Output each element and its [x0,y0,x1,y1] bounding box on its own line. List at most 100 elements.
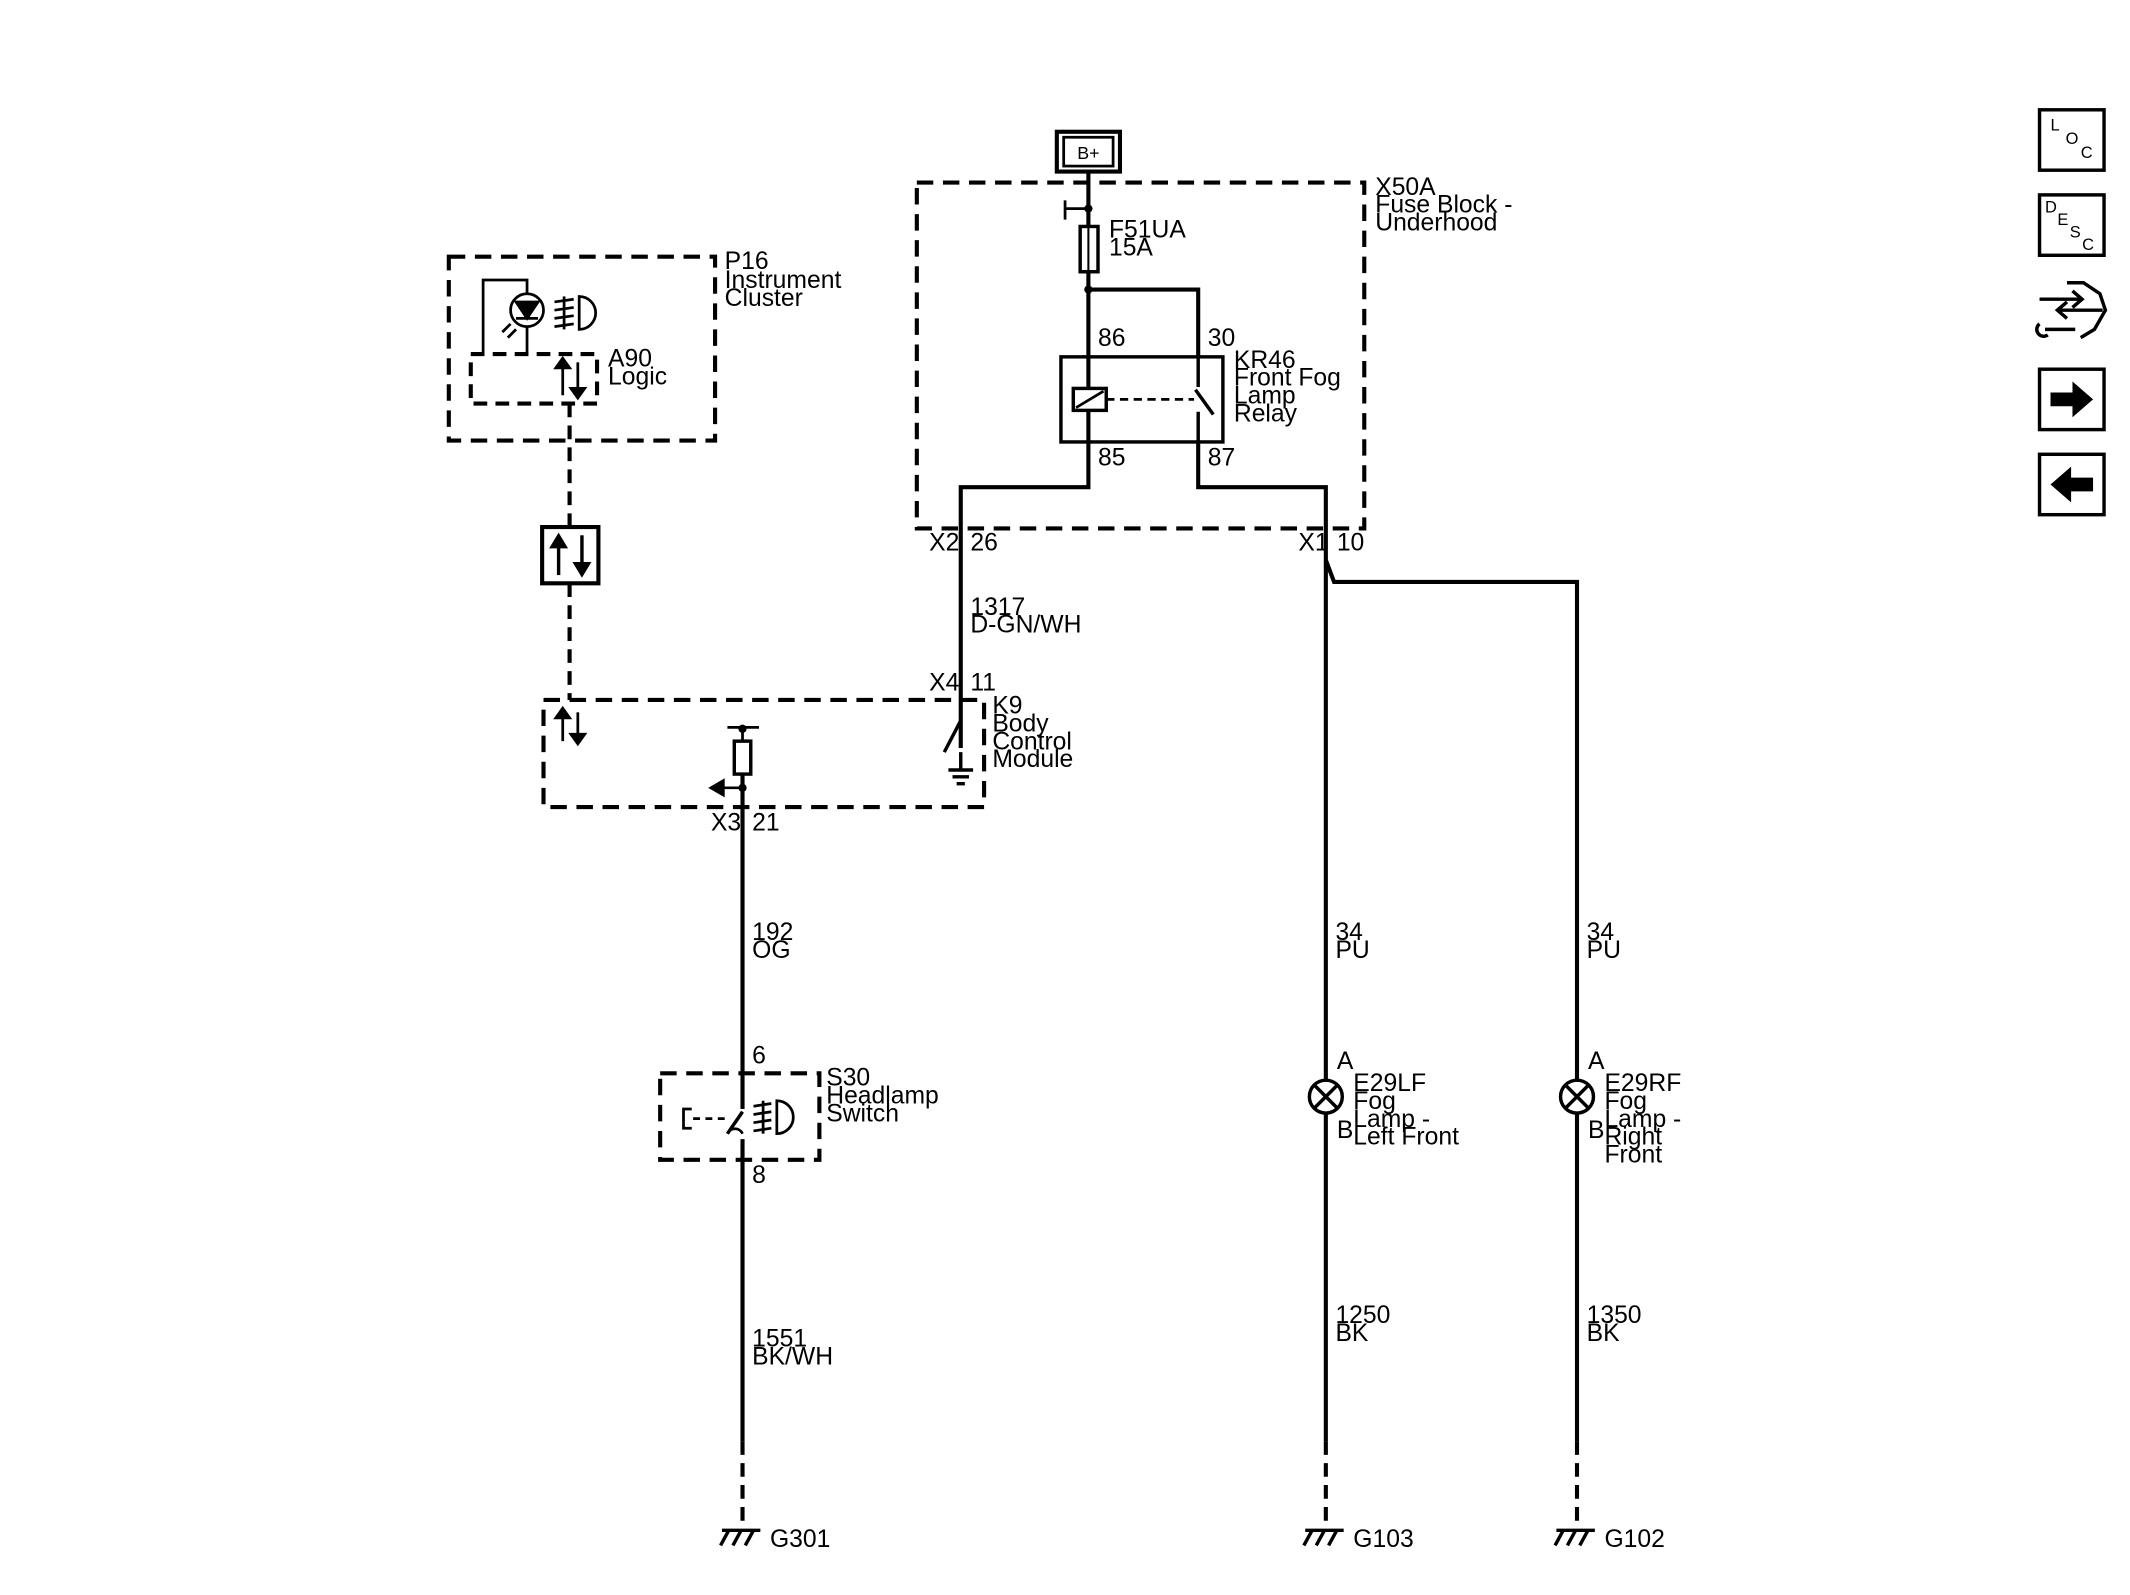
fuse-block-boundary [914,180,1367,531]
fog-lamp-left-bulb [1307,1078,1345,1115]
wire-1350-number: 1350 [1587,1302,1642,1329]
wire-34-left-number: 34 [1335,919,1362,946]
fog-right-pin-a: A [1588,1048,1605,1075]
connector-x1-pin: 10 [1337,529,1364,556]
fog-left-id: E29LF [1353,1070,1426,1097]
desc-letter-c: C [2082,236,2094,254]
fog-left-name-line3: Left Front [1353,1124,1459,1151]
logic-id: A90 [608,345,652,372]
headlamp-switch-pin-8: 8 [752,1162,766,1189]
headlamp-switch-boundary [658,1071,822,1162]
serial-data-icon [540,524,601,586]
bcm-name-line3: Module [992,746,1073,773]
fog-right-name-line2: Lamp - [1604,1106,1681,1133]
ground-g301-icon [719,1528,761,1547]
fuse-id: F51UA [1109,216,1186,243]
fuse-block-id: X50A [1375,174,1436,201]
fuse-rating: 15A [1109,234,1153,261]
ground-g103-label: G103 [1353,1526,1413,1553]
headlamp-switch-name-line1: Headlamp [826,1082,939,1109]
wire-192-number: 192 [752,919,793,946]
wire-1551-number: 1551 [752,1325,807,1352]
headlamp-switch-id: S30 [826,1065,870,1092]
relay-id: KR46 [1234,347,1296,374]
instrument-cluster-id: P16 [725,248,769,275]
fog-right-name-line1: Fog [1604,1088,1647,1115]
connector-x2: X2 [929,529,959,556]
fuse-block-name-line2: Underhood [1375,210,1497,237]
battery-positive-terminal: B+ [1054,129,1123,174]
bcm-name-line1: Body [992,711,1049,738]
headlamp-switch-contact [682,1097,745,1442]
arrow-left-icon [2050,466,2094,503]
supply-connector-symbol [1063,200,1089,220]
fog-lamp-right-bulb [1558,1078,1596,1115]
bcm-name-line2: Control [992,728,1072,755]
bcm-switch-input [708,724,759,851]
fuse-block-name-line1: Fuse Block - [1375,192,1512,219]
bcm-boundary [541,697,987,810]
fog-left-name-line1: Fog [1353,1088,1396,1115]
relay-pin-86: 86 [1098,325,1125,352]
fog-left-pin-a: A [1337,1048,1354,1075]
bcm-data-icon [553,705,588,747]
wire-192-color: OG [752,937,790,964]
instrument-cluster-boundary [446,254,718,443]
fog-right-pin-b: B [1588,1117,1604,1144]
headlamp-switch-name-line2: Switch [826,1100,899,1127]
instrument-cluster-name-line2: Cluster [725,285,803,312]
relay-name-line3: Relay [1234,400,1298,427]
loc-letter-o: O [2066,130,2079,148]
wire-1350-color: BK [1587,1320,1620,1347]
fog-right-name-line3: Right [1604,1124,1662,1151]
fog-left-name-line2: Lamp - [1353,1106,1430,1133]
loc-letter-l: L [2051,116,2060,134]
next-page-button[interactable] [2037,367,2106,432]
relay-pin-87: 87 [1208,444,1235,471]
wire-34-left-color: PU [1335,937,1369,964]
arrow-right-icon [2050,381,2094,418]
wire-34-right-number: 34 [1587,919,1614,946]
ground-g102-icon [1553,1528,1595,1547]
wire-1250-number: 1250 [1335,1302,1390,1329]
connector-x3-pin: 21 [752,809,779,836]
previous-page-button[interactable] [2037,452,2106,517]
relay-name-line1: Front Fog [1234,365,1341,392]
bcm-low-side-driver [942,719,974,786]
logic-name: Logic [608,363,667,390]
description-button[interactable]: D E S C [2037,193,2106,258]
headlamp-icon [753,1099,795,1136]
bidirectional-data-icon [553,355,588,401]
bcm-id: K9 [992,693,1022,720]
fog-left-pin-b: B [1337,1117,1353,1144]
wire-1317-number: 1317 [970,594,1025,621]
fog-right-name-line4: Front [1604,1142,1662,1169]
desc-letter-e: E [2057,211,2068,229]
connector-x1: X1 [1298,529,1328,556]
desc-letter-d: D [2045,199,2057,217]
diagnostic-tools-icon[interactable] [2035,281,2108,340]
fog-indicator-icon [481,278,598,355]
desc-letter-s: S [2070,223,2081,241]
instrument-cluster-name-line1: Instrument [725,267,842,294]
connector-x4-pin: 11 [970,669,996,696]
component-location-button[interactable]: L O C [2037,108,2106,172]
relay-name-line2: Lamp [1234,383,1296,410]
wire-34-right-color: PU [1587,937,1621,964]
fog-right-id: E29RF [1604,1070,1681,1097]
ground-g102-label: G102 [1604,1526,1664,1553]
connector-x4: X4 [929,669,959,696]
relay-pin-85: 85 [1098,444,1125,471]
ground-g301-label: G301 [770,1526,830,1553]
ground-g103-icon [1302,1528,1344,1547]
connector-x2-pin: 26 [970,529,997,556]
connector-x3: X3 [711,809,741,836]
relay-kr46 [1059,355,1225,444]
headlamp-switch-pin-6: 6 [752,1043,766,1070]
loc-letter-c: C [2081,144,2093,162]
wire-1551-color: BK/WH [752,1343,833,1370]
relay-pin-30: 30 [1208,325,1235,352]
wire-1317-color: D-GN/WH [970,612,1081,639]
b-plus-label: B+ [1077,143,1099,163]
